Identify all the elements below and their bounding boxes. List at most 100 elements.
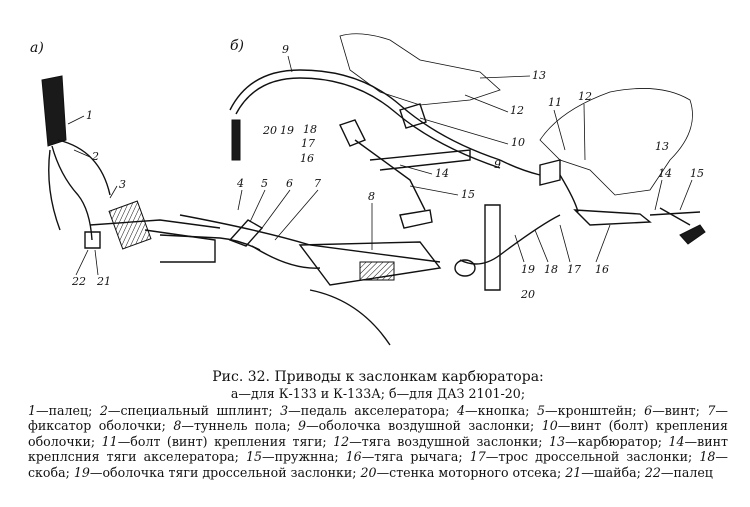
caption-legend: 1—палец; 2—специальный шплинт; 3—педаль … [28, 403, 728, 480]
legend-item-text: —винт (болт) крепления оболочки; [28, 418, 728, 449]
legend-item: 16—тяга рычага; [346, 449, 470, 464]
legend-item: 2—специальный шплинт; [100, 403, 280, 418]
callout-11: 11 [548, 96, 562, 109]
legend-item-text: —фиксатор оболочки; [28, 402, 728, 434]
legend-item-text: —педаль акселератора; [288, 402, 457, 418]
legend-item: 12—тяга воздушной заслонки; [333, 434, 549, 449]
legend-item: 13—карбюратор; [549, 434, 669, 449]
callout-13b: 13 [655, 140, 669, 153]
callout-13: 13 [532, 69, 546, 82]
callout-17: 17 [301, 137, 315, 150]
callout-18b: 18 [544, 263, 558, 276]
callout-15: 15 [461, 188, 475, 201]
callout-8: 8 [368, 190, 375, 203]
callout-3: 3 [119, 178, 126, 191]
callout-5: 5 [261, 177, 268, 190]
legend-item: 15—пружнна; [246, 449, 346, 464]
callout-12: 12 [510, 104, 524, 117]
legend-item-text: —палец [660, 464, 713, 480]
callout-17b: 17 [567, 263, 581, 276]
legend-item: 4—кнопка; [457, 403, 537, 418]
callout-14b: 14 [658, 167, 672, 180]
legend-item: 7—фиксатор оболочки; [28, 403, 728, 434]
legend-item: 3—педаль акселератора; [280, 403, 457, 418]
callout-9: 9 [282, 43, 289, 56]
legend-item-text: —скоба; [28, 449, 728, 480]
callout-9b: 9 [494, 158, 501, 171]
drawing-a [41, 75, 261, 263]
legend-item: 1—палец; [28, 403, 100, 418]
callout-10: 10 [511, 136, 525, 149]
legend-item-number: 4 [457, 402, 466, 418]
legend-item-text: —трос дроссельной заслонки; [485, 449, 700, 465]
carburetor-drive-diagram: а) б) [30, 33, 706, 346]
callout-21: 21 [96, 275, 111, 288]
legend-item-number: 13 [548, 433, 565, 449]
legend-item-text: —болт (винт) крепления тяги; [117, 433, 334, 449]
legend-item-text: —карбюратор; [565, 433, 669, 449]
legend-item-text: —винт; [652, 402, 708, 418]
callout-20: 20 [262, 124, 277, 137]
legend-item-number: 20 [360, 464, 377, 480]
legend-item-text: —оболочка воздушной заслонки; [306, 418, 542, 434]
callout-6: 6 [286, 177, 293, 190]
legend-item: 19—оболочка тяги дроссельной заслонки; [74, 465, 361, 480]
legend-item: 20—стенка моторного отсека; [361, 465, 566, 480]
legend-item-text: —специальный шплинт; [107, 402, 281, 418]
legend-item-number: 16 [345, 449, 362, 465]
legend-item: 21—шайба; [565, 465, 645, 480]
callout-12b: 12 [578, 90, 592, 103]
legend-item-text: —оболочка тяги дроссельной заслонки; [89, 464, 361, 480]
leader-lines [67, 55, 693, 276]
legend-item-text: —тяга рычага; [361, 449, 470, 465]
callout-20b: 20 [520, 288, 535, 301]
part-label-b: б) [230, 38, 244, 54]
legend-item: 18—скоба; [28, 449, 728, 480]
legend-item-text: —шайба; [581, 464, 645, 480]
legend-item-number: 19 [73, 464, 90, 480]
legend-item: 6—винт; [644, 403, 707, 418]
legend-item: 14—винт креплсния тяги акселератора; [28, 434, 728, 465]
legend-item-number: 10 [541, 418, 558, 434]
caption-title: Рис. 32. Приводы к заслонкам карбюратора… [212, 369, 544, 385]
legend-item-number: 3 [280, 402, 289, 418]
legend-item-number: 7 [707, 402, 716, 418]
legend-item-number: 17 [469, 449, 486, 465]
legend-item-number: 11 [101, 433, 118, 449]
callout-16: 16 [300, 152, 314, 165]
callout-19: 19 [280, 124, 294, 137]
callout-2: 2 [91, 150, 99, 163]
legend-item: 10—винт (болт) крепления оболочки; [28, 418, 728, 449]
callout-7: 7 [314, 177, 321, 190]
legend-item-number: 15 [245, 449, 262, 465]
callout-14: 14 [435, 167, 449, 180]
legend-item-number: 18 [699, 449, 716, 465]
part-label-a: а) [30, 40, 44, 56]
caption-subtitle: а—для К-133 и К-133А; б—для ДАЗ 2101-20; [230, 386, 526, 401]
legend-item: 11—болт (винт) крепления тяги; [102, 434, 334, 449]
callout-16b: 16 [595, 263, 609, 276]
drawing-b [179, 33, 706, 346]
legend-item-text: —винт креплсния тяги акселератора; [28, 433, 728, 465]
legend-item-text: —палец; [36, 402, 100, 418]
legend-item: 9—оболочка воздушной заслонки; [298, 418, 542, 433]
legend-item-number: 22 [644, 464, 661, 480]
legend-item: 17—трос дроссельной заслонки; [470, 449, 700, 464]
legend-item-number: 8 [173, 418, 182, 434]
legend-item-number: 6 [644, 402, 653, 418]
legend-item-text: —кронштейн; [545, 402, 645, 418]
callout-22: 22 [71, 275, 86, 288]
legend-item-number: 14 [668, 433, 685, 449]
legend-item-text: —пружнна; [262, 449, 346, 465]
legend-item-number: 9 [298, 418, 307, 434]
legend-item-number: 5 [536, 402, 545, 418]
callout-1: 1 [86, 109, 93, 122]
legend-item-number: 21 [565, 464, 582, 480]
legend-item-number: 2 [99, 402, 108, 418]
legend-item: 5—кронштейн; [537, 403, 644, 418]
legend-item: 22—палец [645, 465, 713, 480]
callout-15b: 15 [690, 167, 704, 180]
legend-item-number: 12 [333, 433, 350, 449]
legend-item-text: —туннель пола; [181, 418, 299, 434]
legend-item-number: 1 [28, 402, 37, 418]
